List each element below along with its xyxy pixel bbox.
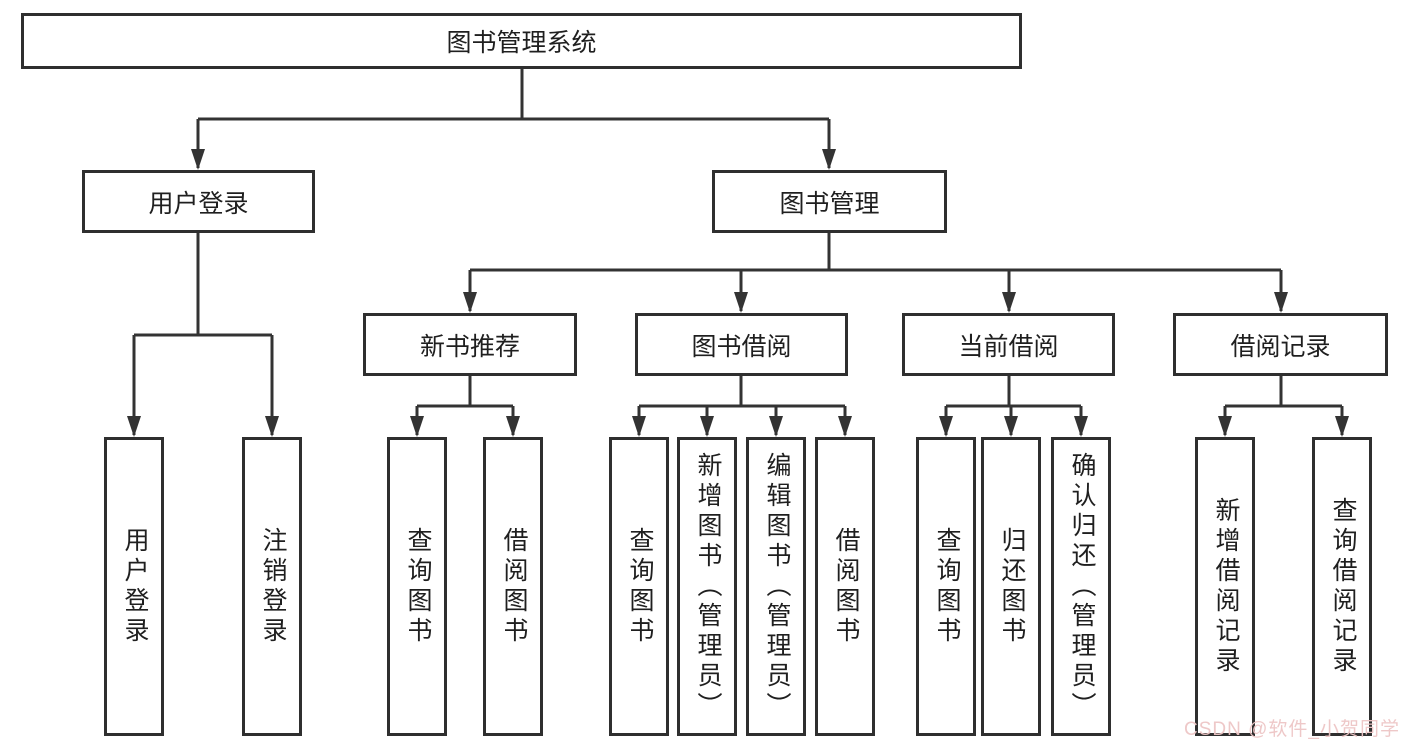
leaf-logout: 注销登录 bbox=[242, 437, 302, 736]
leaf-confirm-return-admin: 确认归还（管理员） bbox=[1051, 437, 1111, 736]
leaf-query-books-recommend: 查询图书 bbox=[387, 437, 447, 736]
arrowheads bbox=[127, 149, 1349, 437]
watermark: CSDN @软件_小贺同学 bbox=[1184, 719, 1400, 740]
leaf-borrow-books-borrowing: 借阅图书 bbox=[815, 437, 875, 736]
leaf-query-books-current: 查询图书 bbox=[916, 437, 976, 736]
node-book-borrowing: 图书借阅 bbox=[635, 313, 848, 376]
node-book-management: 图书管理 bbox=[712, 170, 947, 233]
leaf-return-book: 归还图书 bbox=[981, 437, 1041, 736]
leaf-edit-book-admin: 编辑图书（管理员） bbox=[746, 437, 806, 736]
leaf-borrow-books-recommend: 借阅图书 bbox=[483, 437, 543, 736]
node-borrowing-records: 借阅记录 bbox=[1173, 313, 1388, 376]
leaf-user-login: 用户登录 bbox=[104, 437, 164, 736]
leaf-add-borrow-record: 新增借阅记录 bbox=[1195, 437, 1255, 736]
leaf-add-book-admin: 新增图书（管理员） bbox=[677, 437, 737, 736]
node-current-borrowing: 当前借阅 bbox=[902, 313, 1115, 376]
leaf-query-borrow-record: 查询借阅记录 bbox=[1312, 437, 1372, 736]
node-user-login: 用户登录 bbox=[82, 170, 315, 233]
node-library-management-system: 图书管理系统 bbox=[21, 13, 1022, 69]
node-new-book-recommend: 新书推荐 bbox=[363, 313, 577, 376]
leaf-query-books-borrowing: 查询图书 bbox=[609, 437, 669, 736]
